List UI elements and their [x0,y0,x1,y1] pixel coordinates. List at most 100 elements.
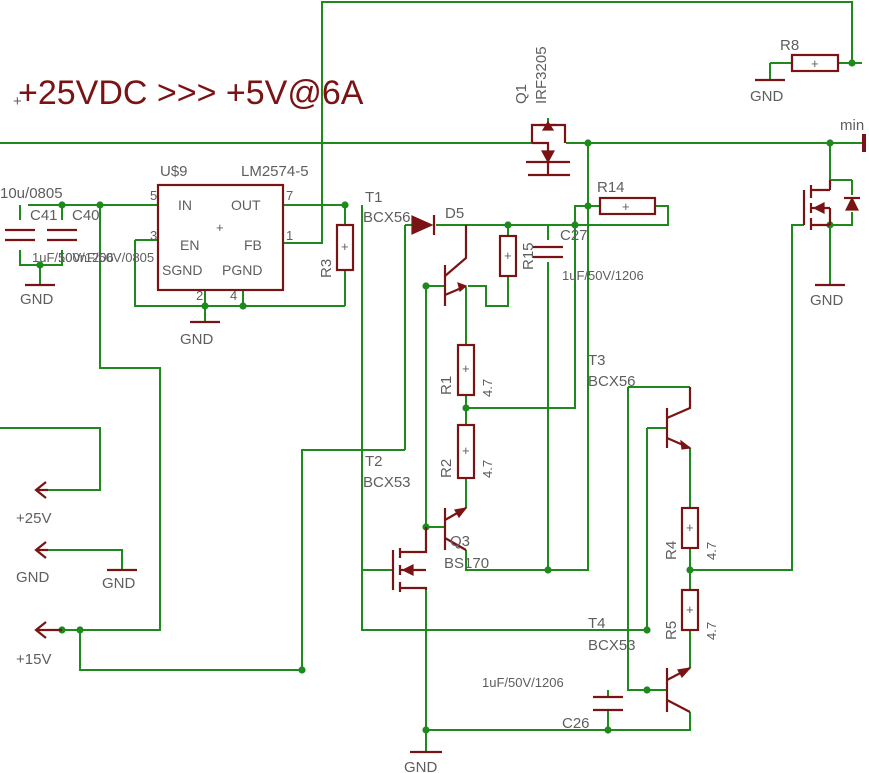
u9-pin-fb: FB [244,237,262,253]
u9-pin-number-en: 3 [150,228,157,243]
r5-ref: R5 [663,621,680,640]
wires [0,1,864,752]
t2-value: BCX53 [363,474,411,491]
gnd-label-u9: GND [180,331,214,348]
r1-value: 4.7 [480,379,495,397]
diode-d5: D5 [411,205,464,235]
c27-value: 1uF/50V/1206 [562,268,644,283]
gnd-symbol-input-caps: GND [20,283,55,308]
u9-origin: + [216,220,224,235]
gnd-label-r8: GND [750,88,784,105]
t4-ref: T4 [588,615,606,632]
connector-plus25v: +25V [16,481,51,527]
r8-ref: R8 [780,37,799,54]
r4-value: 4.7 [704,542,719,560]
regulator-u9: + U$9 LM2574-5 IN OUT EN FB SGND PGND 5 … [150,163,309,303]
capacitor-c40: C40 100nF/50V/0805 [47,207,154,265]
svg-text:+: + [341,239,349,254]
c40-ref: C40 [72,207,100,224]
capacitor-c26: 1uF/50V/1206 C26 [482,675,623,732]
resistor-r3: + R3 [318,223,355,278]
resistor-r8: + R8 [780,37,840,73]
connector-min: min [840,117,866,152]
r1-ref: R1 [438,376,455,395]
u9-pin-number-sgnd: 2 [196,288,203,303]
t1-ref: T1 [365,189,383,206]
r15-ref: R15 [520,242,537,270]
svg-text:+: + [686,602,694,617]
t2-ref: T2 [365,453,383,470]
u9-pin-number-pgnd: 4 [230,288,237,303]
r5-value: 4.7 [704,622,719,640]
d5-ref: D5 [445,205,464,222]
t4-value: BCX53 [588,637,636,654]
net-label-min: min [840,117,864,134]
gnd-label-output-fet: GND [810,292,844,309]
c41-ref: C41 [30,207,58,224]
c26-ref: C26 [562,715,590,732]
net-label-plus15v: +15V [16,651,51,668]
svg-text:+: + [504,248,512,263]
gnd-label-bottom: GND [404,759,438,773]
svg-text:+: + [462,443,470,458]
u9-pin-pgnd: PGND [222,262,262,278]
t3-ref: T3 [588,352,606,369]
mosfet-output [802,180,860,230]
gnd-symbol-left: GND [102,568,137,592]
r3-ref: R3 [318,259,335,278]
gnd-symbol-r8: GND [750,78,785,105]
resistor-r4: + R4 4.7 [663,506,719,560]
c26-value: 1uF/50V/1206 [482,675,564,690]
u9-ref: U$9 [160,163,188,180]
transistor-t2 [443,507,468,551]
mosfet-q3: Q3 BS170 [391,527,489,592]
svg-text:+: + [811,56,819,71]
transistor-t1 [443,225,468,306]
connector-plus15v: +15V [16,621,62,668]
c27-ref: C27 [560,227,588,244]
t1-value: BCX56 [363,209,411,226]
net-label-gnd-left: GND [16,569,50,586]
u9-pin-out: OUT [231,197,261,213]
resistor-r5: + R5 4.7 [663,588,719,640]
cap-top-left-value: 10u/0805 [0,185,63,202]
resistor-r15: + R15 [498,234,537,278]
q1-value: IRF3205 [533,46,550,104]
gnd-label-input-caps: GND [20,291,54,308]
r14-ref: R14 [597,179,625,196]
u9-pin-in: IN [178,197,192,213]
origin-cross: + [13,93,22,110]
gnd-symbol-output-fet: GND [810,283,845,309]
resistor-r2: + R2 4.7 [438,423,495,480]
u9-pin-number-fb: 1 [286,228,293,243]
capacitor-c41: C41 1uF/50V/1206 [5,207,114,265]
svg-text:+: + [462,361,470,376]
gnd-symbol-bottom: GND [404,750,442,773]
q3-value: BS170 [444,555,489,572]
t3-value: BCX56 [588,373,636,390]
gnd-symbol-u9: GND [180,320,220,348]
r2-value: 4.7 [480,460,495,478]
svg-text:+: + [622,199,630,214]
capacitor-c27: C27 1uF/50V/1206 [533,227,644,283]
net-label-plus25v: +25V [16,510,51,527]
r4-ref: R4 [663,541,680,560]
u9-pin-number-in: 5 [150,188,157,203]
u9-pin-number-out: 7 [286,188,293,203]
transistor-t4 [665,667,692,713]
schematic-title: +25VDC >>> +5V@6A [18,74,364,112]
transistor-t3 [665,387,692,450]
u9-value: LM2574-5 [241,163,309,180]
q3-ref: Q3 [450,533,470,550]
connector-gnd-left: GND [16,541,50,586]
resistor-r1: + R1 4.7 [438,343,495,397]
gnd-label-left: GND [102,575,136,592]
junctions [36,59,856,734]
c41-value: 1uF/50V/1206 [32,250,114,265]
c40-value: 100nF/50V/0805 [58,250,154,265]
resistor-r14: + R14 [597,179,657,216]
r2-ref: R2 [438,459,455,478]
u9-pin-en: EN [180,237,199,253]
svg-text:+: + [686,520,694,535]
